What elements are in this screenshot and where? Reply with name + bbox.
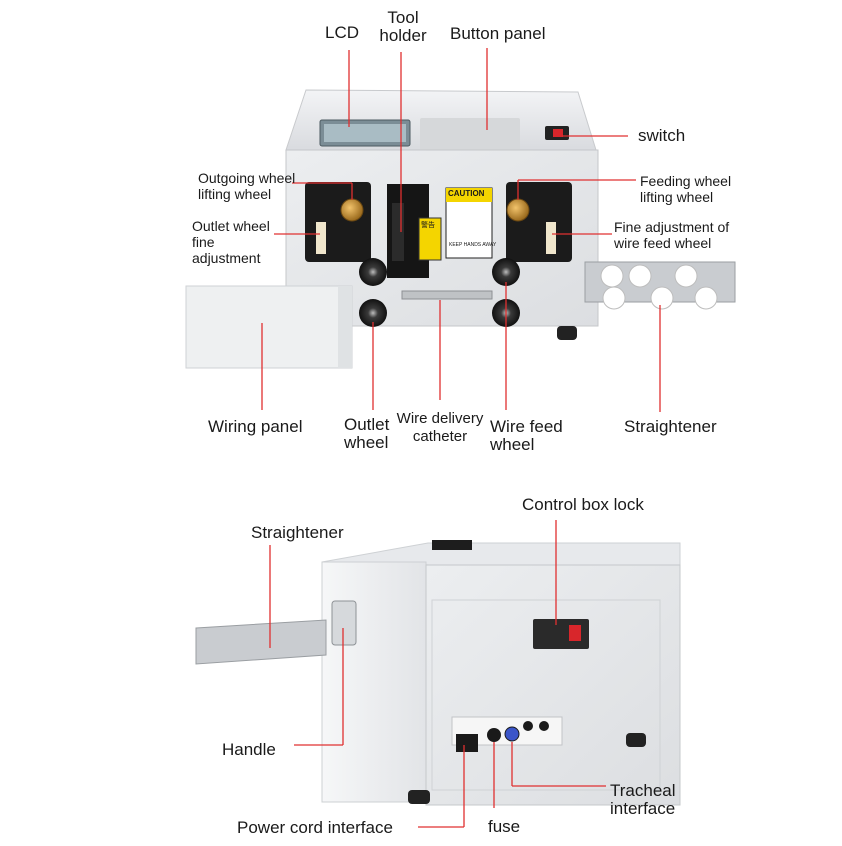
caution-text: CAUTION xyxy=(448,189,485,198)
outgoing-lifting-knob xyxy=(340,198,364,222)
wiring-panel-plate xyxy=(185,285,353,369)
label-wire-delivery: Wire delivery catheter xyxy=(396,410,484,445)
handle xyxy=(331,600,357,646)
label-tool-holder: Tool holder xyxy=(379,8,427,45)
outlet-wheel-group xyxy=(359,258,387,327)
top-straightener xyxy=(584,261,736,310)
leader-lines xyxy=(261,48,661,828)
catheter-bar xyxy=(401,290,493,300)
label-feed-fine: Fine adjustment of wire feed wheel xyxy=(614,219,730,251)
bottom-front-panel xyxy=(425,564,681,806)
right-black-panel xyxy=(506,182,572,262)
feeding-lifting-knob xyxy=(506,198,530,222)
label-button-panel: Button panel xyxy=(450,24,546,43)
label-outlet-fine: Outlet wheel fine adjustment xyxy=(192,218,270,266)
label-power-cord: Power cord interface xyxy=(237,818,393,837)
label-fuse: fuse xyxy=(488,817,521,836)
label-wiring-panel: Wiring panel xyxy=(208,417,303,436)
left-black-panel xyxy=(305,182,371,262)
label-straightener-bottom: Straightener xyxy=(251,523,344,542)
top-machine xyxy=(185,89,736,369)
label-switch: switch xyxy=(638,126,686,145)
outlet-fine-slot xyxy=(316,222,326,254)
label-outlet-wheel: Outlet wheel xyxy=(344,415,390,452)
bottom-side-panel xyxy=(321,561,427,803)
tracheal-port xyxy=(504,726,520,742)
label-handle: Handle xyxy=(222,740,276,759)
bottom-machine xyxy=(195,540,681,806)
label-wire-feed-wheel: Wire feed wheel xyxy=(490,417,563,454)
feed-fine-slot xyxy=(546,222,556,254)
label-feeding-lifting: Feeding wheel lifting wheel xyxy=(640,173,732,205)
keep-hands-away-text: KEEP HANDS AWAY xyxy=(449,242,497,248)
warning-sticker xyxy=(418,217,442,261)
label-straightener-top: Straightener xyxy=(624,417,717,436)
label-lcd: LCD xyxy=(325,23,360,42)
bottom-straightener xyxy=(195,619,327,665)
power-cord-socket xyxy=(456,734,478,752)
button-keypad xyxy=(420,118,520,150)
label-outgoing-lifting: Outgoing wheel lifting wheel xyxy=(198,170,296,202)
label-control-box-lock: Control box lock xyxy=(522,495,644,514)
label-tracheal: Tracheal interface xyxy=(610,781,676,818)
warning-cn-text: 警告 xyxy=(421,221,435,229)
fuse-holder xyxy=(487,728,501,742)
